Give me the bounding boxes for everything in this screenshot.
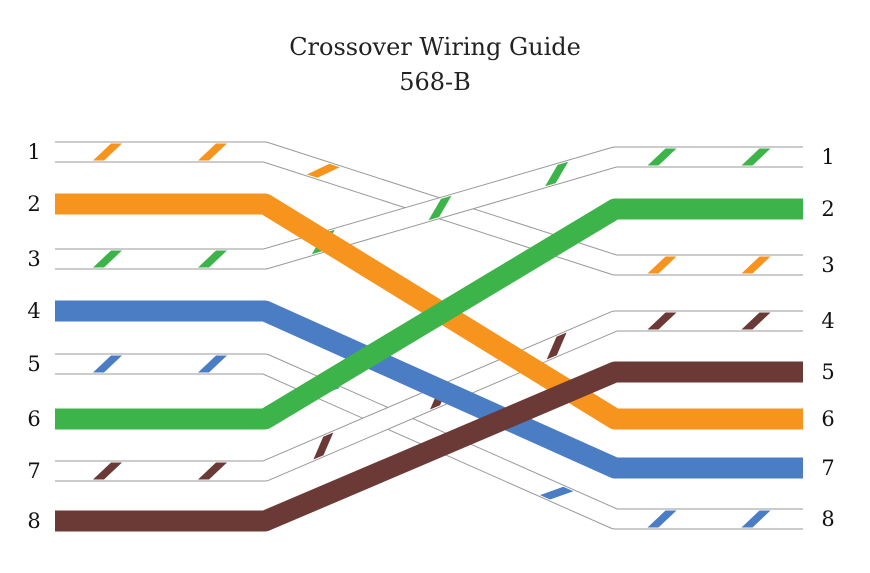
white-green-right-stripe bbox=[647, 148, 677, 166]
left-pin-label: 7 bbox=[27, 459, 40, 483]
white-blue-right-stripe bbox=[741, 510, 771, 528]
right-pin-label: 4 bbox=[821, 309, 834, 333]
white-orange-left-stripe bbox=[198, 143, 227, 161]
white-brown-left-stripe bbox=[93, 462, 122, 480]
white-green-left-stripe bbox=[93, 250, 122, 268]
wire-body bbox=[55, 361, 803, 532]
white-green-left-stripe bbox=[198, 250, 227, 268]
white-brown-left-stripe bbox=[198, 462, 227, 480]
white-green-right-stripe bbox=[741, 148, 771, 166]
white-brown-diag-stripe bbox=[313, 432, 334, 460]
white-blue-left-stripe bbox=[198, 355, 227, 373]
white-orange-right-stripe bbox=[741, 256, 771, 274]
right-pin-label: 1 bbox=[821, 145, 834, 169]
right-pin-label: 8 bbox=[821, 507, 834, 531]
right-pin-label: 7 bbox=[821, 456, 834, 480]
wire-blue bbox=[55, 300, 803, 479]
white-green-diag-stripe bbox=[428, 195, 452, 221]
white-blue-right-stripe bbox=[647, 510, 677, 528]
white-green-diag-stripe bbox=[545, 161, 569, 187]
left-pin-label: 2 bbox=[27, 192, 40, 216]
white-orange-right-stripe bbox=[647, 256, 677, 274]
right-pin-label: 6 bbox=[821, 407, 834, 431]
left-pin-label: 1 bbox=[27, 140, 40, 164]
diagram-subtitle: 568-B bbox=[399, 68, 471, 96]
left-pin-label: 5 bbox=[27, 352, 40, 376]
white-blue-left-stripe bbox=[93, 355, 122, 373]
white-brown-diag-stripe bbox=[546, 332, 567, 360]
wire-brown bbox=[55, 361, 803, 532]
right-pin-labels: 1 2 3 4 5 6 7 8 bbox=[821, 145, 834, 531]
white-brown-right-stripe bbox=[741, 312, 771, 330]
wire-body bbox=[55, 300, 803, 479]
white-brown-right-stripe bbox=[647, 312, 677, 330]
left-pin-label: 3 bbox=[27, 247, 40, 271]
white-blue-diag-stripe bbox=[540, 486, 574, 500]
white-orange-left-stripe bbox=[93, 143, 122, 161]
wire-green bbox=[55, 198, 803, 430]
left-pin-labels: 1 2 3 4 5 6 7 8 bbox=[27, 140, 40, 533]
diagram-title: Crossover Wiring Guide bbox=[289, 33, 581, 61]
right-pin-label: 5 bbox=[821, 360, 834, 384]
right-pin-label: 3 bbox=[821, 253, 834, 277]
wire-body bbox=[55, 198, 803, 430]
right-pin-label: 2 bbox=[821, 197, 834, 221]
left-pin-label: 6 bbox=[27, 407, 40, 431]
white-orange-diag-stripe bbox=[306, 163, 340, 178]
left-pin-label: 4 bbox=[27, 299, 40, 323]
left-pin-label: 8 bbox=[27, 509, 40, 533]
wires-layer bbox=[55, 141, 803, 532]
